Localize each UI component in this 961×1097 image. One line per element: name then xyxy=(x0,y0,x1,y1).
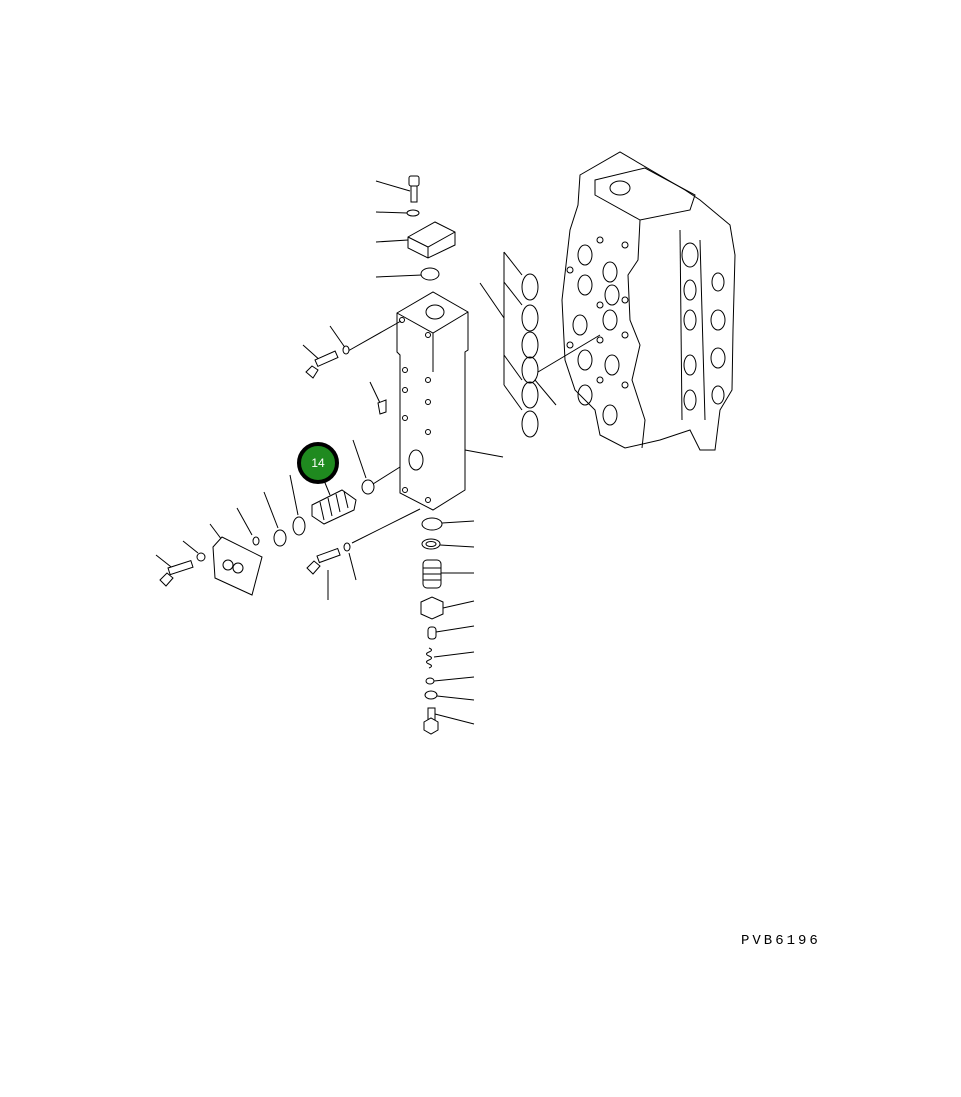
spool-and-left-cover xyxy=(155,439,401,596)
valve-block xyxy=(347,291,504,511)
relief-valve-parts xyxy=(420,517,475,735)
figure-code: PVB6196 xyxy=(741,933,821,949)
o-ring-stack xyxy=(479,251,601,438)
main-valve-body xyxy=(561,151,736,451)
callout-14[interactable]: 14 xyxy=(297,442,339,484)
lower-bolt xyxy=(306,508,421,600)
top-cover-parts xyxy=(375,175,456,281)
upper-bolt xyxy=(302,325,387,415)
